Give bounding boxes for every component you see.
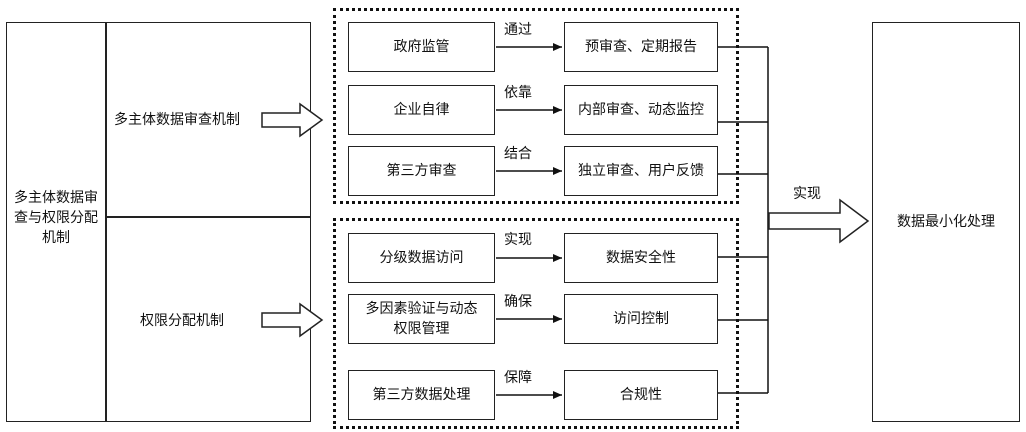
final-verb-label: 实现 <box>793 186 821 202</box>
block-arrow-final <box>768 198 870 244</box>
result-box-prereview: 预审查、定期报告 <box>564 22 718 72</box>
left-container <box>6 22 311 422</box>
verb-label-shixian: 实现 <box>504 232 532 248</box>
top-group-frame <box>333 8 739 204</box>
block-arrow-bottom <box>261 302 324 338</box>
actor-box-government: 政府监管 <box>348 22 495 72</box>
block-arrow-top <box>261 102 324 138</box>
result-box-independent-review: 独立审查、用户反馈 <box>564 146 718 196</box>
bottom-sub-label: 权限分配机制 <box>140 313 224 329</box>
actor-box-tiered-access: 分级数据访问 <box>348 233 495 283</box>
actor-box-third-party: 第三方审查 <box>348 146 495 196</box>
verb-label-yikao: 依靠 <box>504 85 532 101</box>
top-sub-label: 多主体数据审查机制 <box>114 112 240 128</box>
left-main-label: 多主体数据审查与权限分配机制 <box>14 190 98 246</box>
verb-label-tongguo: 通过 <box>504 22 532 38</box>
bottom-group-frame <box>333 218 739 429</box>
verb-label-quebao: 确保 <box>504 294 532 310</box>
actor-box-enterprise: 企业自律 <box>348 85 495 135</box>
actor-box-mfa: 多因素验证与动态权限管理 <box>348 294 495 344</box>
verb-label-jiehe: 结合 <box>504 146 532 162</box>
result-box-data-security: 数据安全性 <box>564 233 718 283</box>
final-target-box: 数据最小化处理 <box>872 22 1020 422</box>
actor-box-third-party-processing: 第三方数据处理 <box>348 370 495 420</box>
result-box-access-control: 访问控制 <box>564 294 718 344</box>
verb-label-baozhang: 保障 <box>504 370 532 386</box>
merge-bracket <box>718 46 769 394</box>
left-divider-horizontal <box>105 216 311 218</box>
result-box-compliance: 合规性 <box>564 370 718 420</box>
left-divider-vertical <box>105 22 107 422</box>
result-box-internal-review: 内部审查、动态监控 <box>564 85 718 135</box>
